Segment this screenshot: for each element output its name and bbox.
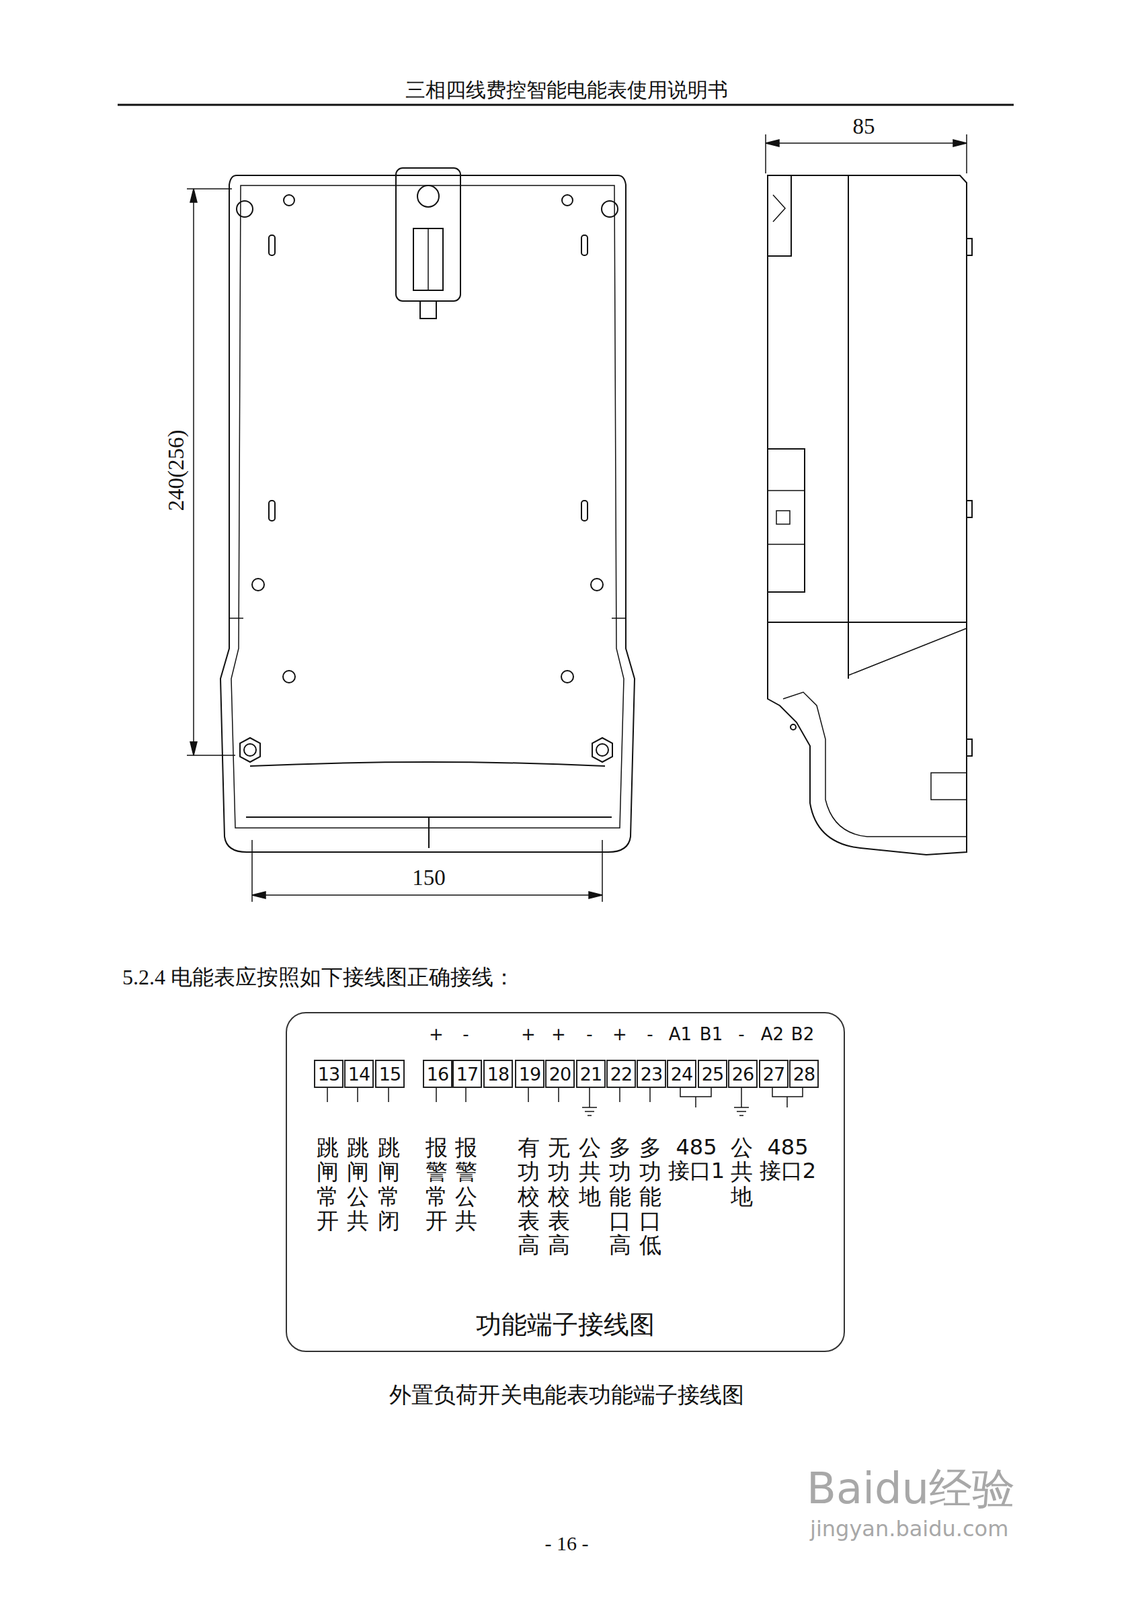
pin-polarity: B1 bbox=[699, 1024, 723, 1045]
terminal-number: 13 bbox=[317, 1064, 340, 1085]
terminal-box: 23 bbox=[636, 1060, 667, 1089]
terminal-box: 13 bbox=[313, 1060, 344, 1089]
panel-title: 功能端子接线图 bbox=[475, 1308, 655, 1343]
terminal-box: 25 bbox=[697, 1060, 728, 1089]
pin-function: 公共地 bbox=[730, 1136, 753, 1210]
terminal-number: 26 bbox=[732, 1064, 754, 1085]
terminal-box: 22 bbox=[606, 1060, 636, 1089]
dimension-label: 85 bbox=[853, 114, 876, 140]
terminal-number: 23 bbox=[640, 1064, 663, 1085]
pin-polarity: B2 bbox=[791, 1024, 815, 1045]
terminal-number: 24 bbox=[670, 1064, 693, 1085]
pin-function: 报警常开 bbox=[425, 1136, 448, 1234]
terminal-box: 14 bbox=[344, 1060, 374, 1089]
pin-polarity: + bbox=[551, 1024, 566, 1045]
watermark: jingyan.baidu.com bbox=[810, 1516, 1009, 1543]
pin-polarity: + bbox=[612, 1024, 628, 1045]
terminal-number: 28 bbox=[793, 1064, 815, 1085]
figure-caption: 外置负荷开关电能表功能端子接线图 bbox=[389, 1380, 745, 1411]
terminal-box: 16 bbox=[422, 1060, 453, 1089]
side-view bbox=[767, 175, 973, 856]
terminal-box: 28 bbox=[789, 1060, 819, 1089]
pin-function: 跳闸常开 bbox=[316, 1136, 339, 1234]
dimension-label: 240(256) bbox=[164, 430, 189, 512]
pin-function: 有功校表高 bbox=[517, 1136, 540, 1258]
terminal-number: 19 bbox=[518, 1064, 541, 1085]
section-text: 5.2.4 电能表应按照如下接线图正确接线： bbox=[122, 963, 515, 993]
pin-polarity: - bbox=[586, 1024, 593, 1045]
pin-function: 跳闸公共 bbox=[346, 1136, 370, 1234]
terminal-number: 20 bbox=[549, 1064, 571, 1085]
terminal-box: 21 bbox=[576, 1060, 606, 1089]
terminal-number: 22 bbox=[610, 1064, 632, 1085]
terminal-number: 27 bbox=[762, 1064, 785, 1085]
watermark: Baidu经验 bbox=[806, 1460, 1016, 1519]
page-header: 三相四线费控智能电能表使用说明书 bbox=[405, 76, 729, 105]
pin-polarity: A2 bbox=[760, 1024, 784, 1045]
pin-polarity: - bbox=[646, 1024, 653, 1045]
terminal-box: 20 bbox=[545, 1060, 575, 1089]
terminal-panel: 功能端子接线图 13 14 15 16 17 18 19 20 21 22 23 24 25 26 27 28 bbox=[285, 1012, 845, 1353]
pin-polarity: A1 bbox=[668, 1024, 692, 1045]
pin-function: 485接口1 bbox=[665, 1136, 728, 1184]
terminal-number: 21 bbox=[580, 1064, 602, 1085]
pin-function: 多功能口低 bbox=[639, 1136, 662, 1258]
terminal-leads bbox=[327, 1086, 803, 1116]
terminal-number: 16 bbox=[426, 1064, 449, 1085]
terminal-box: 17 bbox=[452, 1060, 482, 1089]
terminal-number: 17 bbox=[456, 1064, 478, 1085]
front-view bbox=[220, 168, 635, 853]
terminal-box: 15 bbox=[375, 1060, 405, 1089]
terminal-box: 19 bbox=[514, 1060, 545, 1089]
terminal-box: 24 bbox=[666, 1060, 697, 1089]
dimension-label: 150 bbox=[412, 865, 446, 891]
pin-polarity: - bbox=[462, 1024, 469, 1045]
dimension-lines bbox=[186, 134, 967, 903]
pin-polarity: + bbox=[520, 1024, 536, 1045]
pin-function: 公共地 bbox=[578, 1136, 601, 1210]
terminal-box: 27 bbox=[758, 1060, 789, 1089]
pin-function: 485接口2 bbox=[756, 1136, 819, 1184]
pin-polarity: - bbox=[738, 1024, 745, 1045]
header-rule bbox=[117, 104, 1014, 107]
terminal-number: 14 bbox=[348, 1064, 370, 1085]
terminal-number: 18 bbox=[487, 1064, 509, 1085]
pin-function: 报警公共 bbox=[455, 1136, 478, 1234]
page-number: - 16 - bbox=[545, 1532, 589, 1556]
pin-function: 跳闸常闭 bbox=[377, 1136, 400, 1234]
pin-polarity: + bbox=[428, 1024, 444, 1045]
terminal-box: 18 bbox=[483, 1060, 513, 1089]
terminal-number: 25 bbox=[701, 1064, 724, 1085]
terminal-box: 26 bbox=[728, 1060, 758, 1089]
pin-function: 无功校表高 bbox=[547, 1136, 571, 1258]
terminal-number: 15 bbox=[379, 1064, 401, 1085]
pin-function: 多功能口高 bbox=[609, 1136, 632, 1258]
